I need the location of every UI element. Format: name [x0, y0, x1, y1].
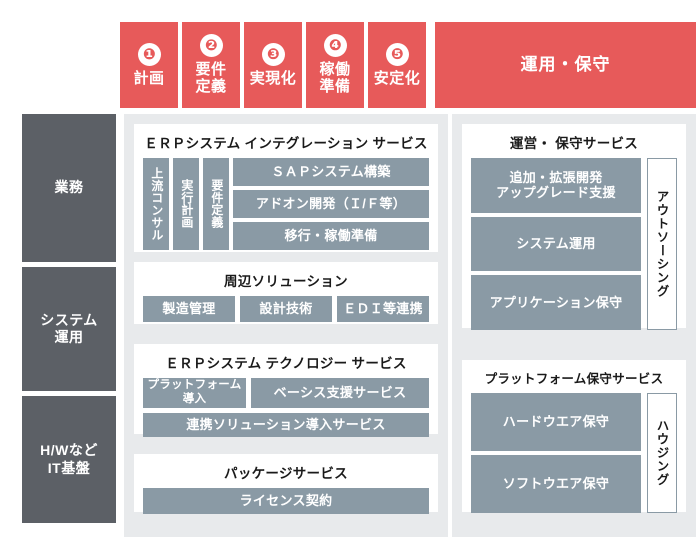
chip-application-maintenance[interactable]: アプリケーション保守 — [471, 275, 641, 331]
group-erp-integration-service: ＥＲＰシステム インテグレーション サービス 上流コンサル 実行計画 要件定義 … — [134, 124, 438, 252]
phase-step-label: 実現化 — [249, 69, 297, 87]
phase-step-5[interactable]: ❺ 安定化 — [368, 22, 426, 108]
phase-step-label: 安定化 — [373, 69, 421, 87]
chip-manufacturing-management[interactable]: 製造管理 — [143, 296, 235, 322]
step-number-badge: ❷ — [199, 34, 223, 58]
chip-license-contract[interactable]: ライセンス契約 — [143, 488, 429, 514]
chip-additional-extension-development[interactable]: 追加・拡張開発 アップグレード支援 — [471, 158, 641, 213]
platform-service-chips: ハードウエア保守 ソフトウエア保守 — [471, 393, 641, 513]
erp-service-chips: ＳＡＰシステム構築 アドオン開発（Ｉ/Ｆ等） 移行・稼働準備 — [233, 158, 429, 250]
chip-sap-system-build[interactable]: ＳＡＰシステム構築 — [233, 158, 429, 186]
phase-operations-label: 運用・保守 — [520, 55, 611, 75]
chip-requirements-definition[interactable]: 要件定義 — [203, 158, 229, 250]
group-title: プラットフォーム保守サービス — [484, 372, 664, 386]
phase-step-3[interactable]: ❸ 実現化 — [244, 22, 302, 108]
chip-hardware-maintenance[interactable]: ハードウエア保守 — [471, 393, 641, 451]
sidebar-item-system-operation[interactable]: システム 運用 — [22, 267, 116, 391]
chip-outsourcing[interactable]: アウトソーシング — [647, 158, 677, 330]
chip-execution-plan[interactable]: 実行計画 — [173, 158, 199, 250]
chip-platform-introduction[interactable]: プラットフォーム 導入 — [143, 378, 246, 408]
phase-step-label: 稼働 準備 — [319, 61, 351, 95]
phase-step-2[interactable]: ❷ 要件 定義 — [182, 22, 240, 108]
group-operation-maintenance-service: 運営・ 保守サービス 追加・拡張開発 アップグレード支援 システム運用 アプリケ… — [462, 124, 686, 331]
chip-software-maintenance[interactable]: ソフトウエア保守 — [471, 455, 641, 513]
chip-migration-golive-prep[interactable]: 移行・稼働準備 — [233, 222, 429, 250]
phase-step-1[interactable]: ❶ 計画 — [120, 22, 178, 108]
phase-step-4[interactable]: ❹ 稼働 準備 — [306, 22, 364, 108]
group-peripheral-solutions: 周辺ソリューション 製造管理 設計技術 ＥＤＩ等連携 — [134, 262, 438, 324]
group-title: 周辺ソリューション — [224, 274, 348, 289]
sidebar-item-hw-it-infrastructure[interactable]: H/Wなど IT基盤 — [22, 396, 116, 523]
group-title: パッケージサービス — [224, 466, 348, 481]
chip-edi-integration[interactable]: ＥＤＩ等連携 — [337, 296, 429, 322]
operation-service-chips: 追加・拡張開発 アップグレード支援 システム運用 アプリケーション保守 — [471, 158, 641, 331]
chip-system-operation[interactable]: システム運用 — [471, 216, 641, 272]
phase-step-label: 要件 定義 — [195, 61, 227, 95]
category-sidebar: 業務 システム 運用 H/Wなど IT基盤 — [22, 114, 116, 523]
phase-header: ❶ 計画 ❷ 要件 定義 ❸ 実現化 ❹ 稼働 準備 ❺ 安定化 運用・保守 — [120, 22, 696, 108]
group-platform-maintenance-service: プラットフォーム保守サービス ハードウエア保守 ソフトウエア保守 ハウジング — [462, 360, 686, 513]
phase-step-label: 計画 — [133, 69, 165, 87]
step-number-badge: ❸ — [261, 42, 285, 66]
group-title: ＥＲＰシステム インテグレーション サービス — [144, 136, 428, 151]
erp-phase-chips: 上流コンサル 実行計画 要件定義 — [143, 158, 229, 250]
phase-operations-maintenance[interactable]: 運用・保守 — [435, 22, 696, 108]
group-package-service: パッケージサービス ライセンス契約 — [134, 454, 438, 514]
chip-integration-solution-service[interactable]: 連携ソリューション導入サービス — [143, 413, 429, 437]
step-number-badge: ❺ — [385, 42, 409, 66]
group-title: ＥＲＰシステム テクノロジー サービス — [165, 356, 407, 371]
step-number-badge: ❶ — [137, 42, 161, 66]
group-erp-technology-service: ＥＲＰシステム テクノロジー サービス プラットフォーム 導入 ベーシス支援サー… — [134, 344, 438, 437]
chip-housing[interactable]: ハウジング — [647, 393, 677, 513]
group-title: 運営・ 保守サービス — [509, 136, 639, 151]
sidebar-item-business[interactable]: 業務 — [22, 114, 116, 262]
chip-addon-development[interactable]: アドオン開発（Ｉ/Ｆ等） — [233, 190, 429, 218]
chip-basis-support-service[interactable]: ベーシス支援サービス — [251, 378, 429, 408]
chip-upstream-consulting[interactable]: 上流コンサル — [143, 158, 169, 250]
step-number-badge: ❹ — [323, 34, 347, 58]
chip-design-technology[interactable]: 設計技術 — [240, 296, 332, 322]
